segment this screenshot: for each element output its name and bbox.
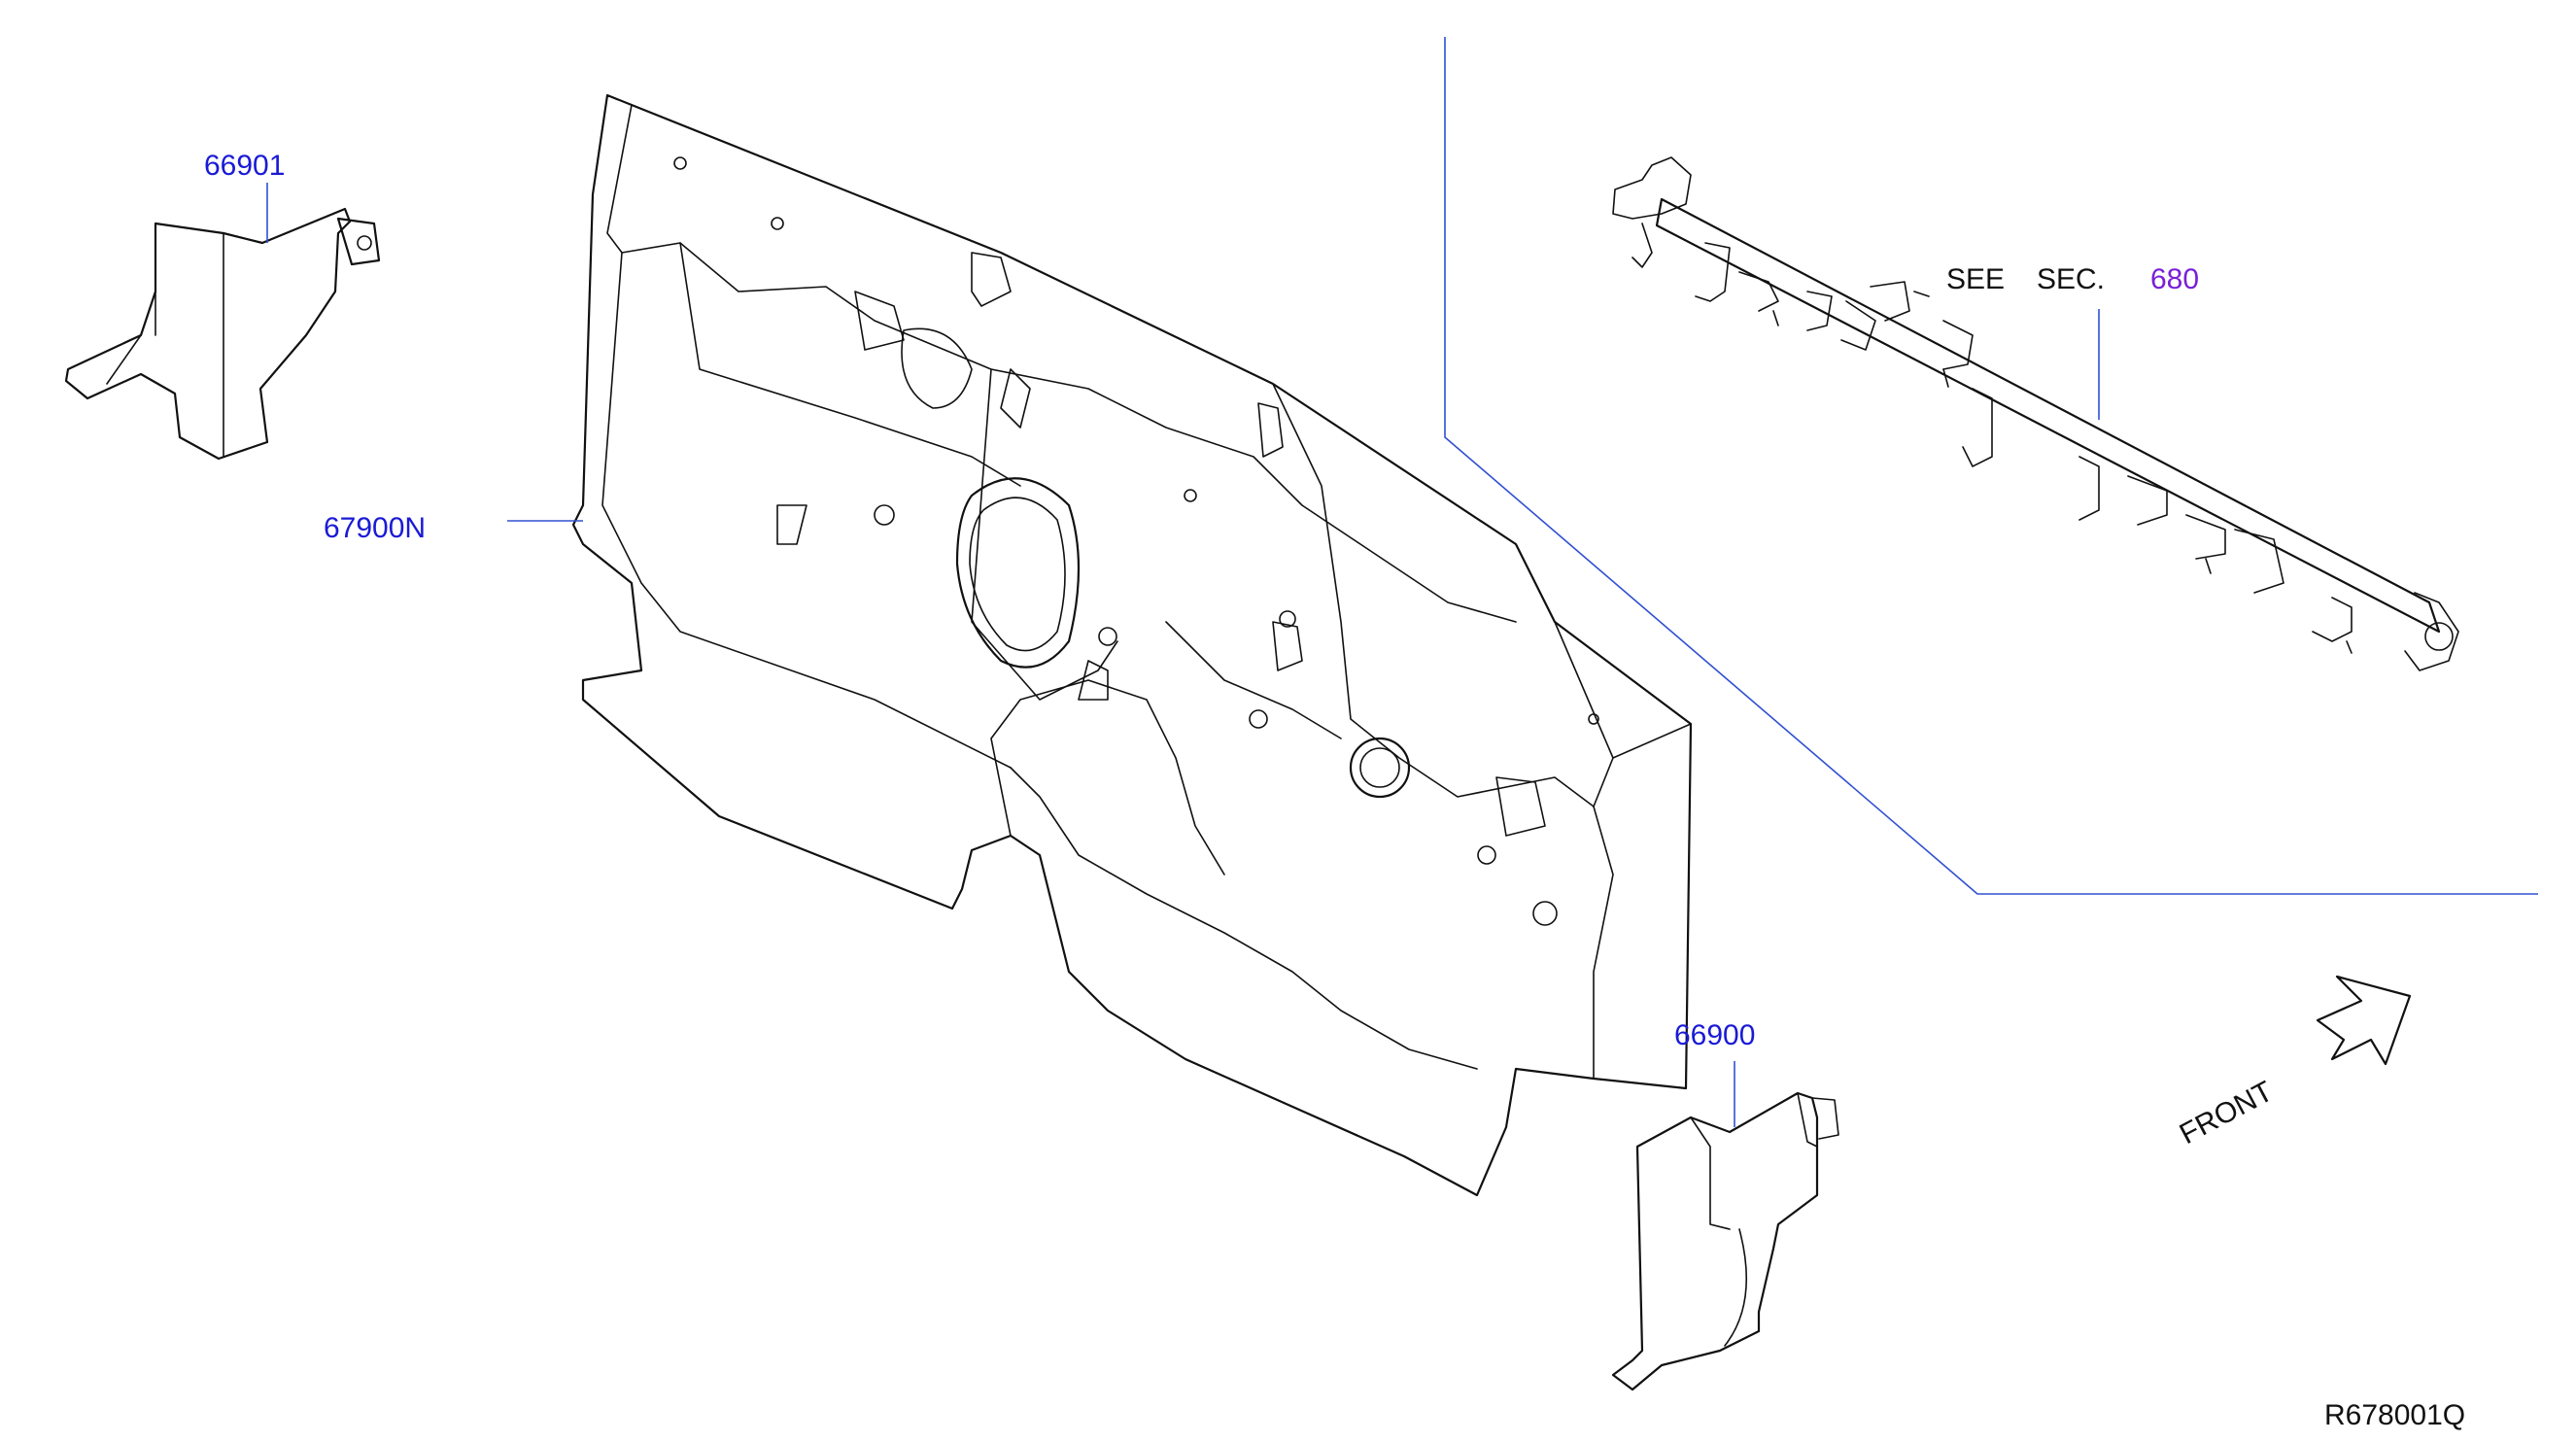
section-boundary-line: [1444, 37, 2538, 895]
label-sec: SEC.: [2037, 263, 2105, 295]
label-67900n: 67900N: [324, 512, 426, 544]
part-66901-drawing: [64, 207, 381, 461]
label-front: FRONT: [2175, 1076, 2279, 1151]
part-66900-drawing: [1611, 1091, 1839, 1391]
label-66901: 66901: [204, 150, 285, 182]
part-67900n-drawing: [571, 93, 1693, 1197]
label-66900: 66900: [1674, 1019, 1755, 1051]
drawing-code: R678001Q: [2324, 1399, 2465, 1431]
front-arrow-icon: [2316, 975, 2412, 1066]
label-sec-680: 680: [2150, 263, 2199, 295]
label-see: SEE: [1946, 263, 2005, 295]
steering-member-drawing: [1612, 156, 2459, 671]
leader-lines: [266, 37, 2538, 1127]
